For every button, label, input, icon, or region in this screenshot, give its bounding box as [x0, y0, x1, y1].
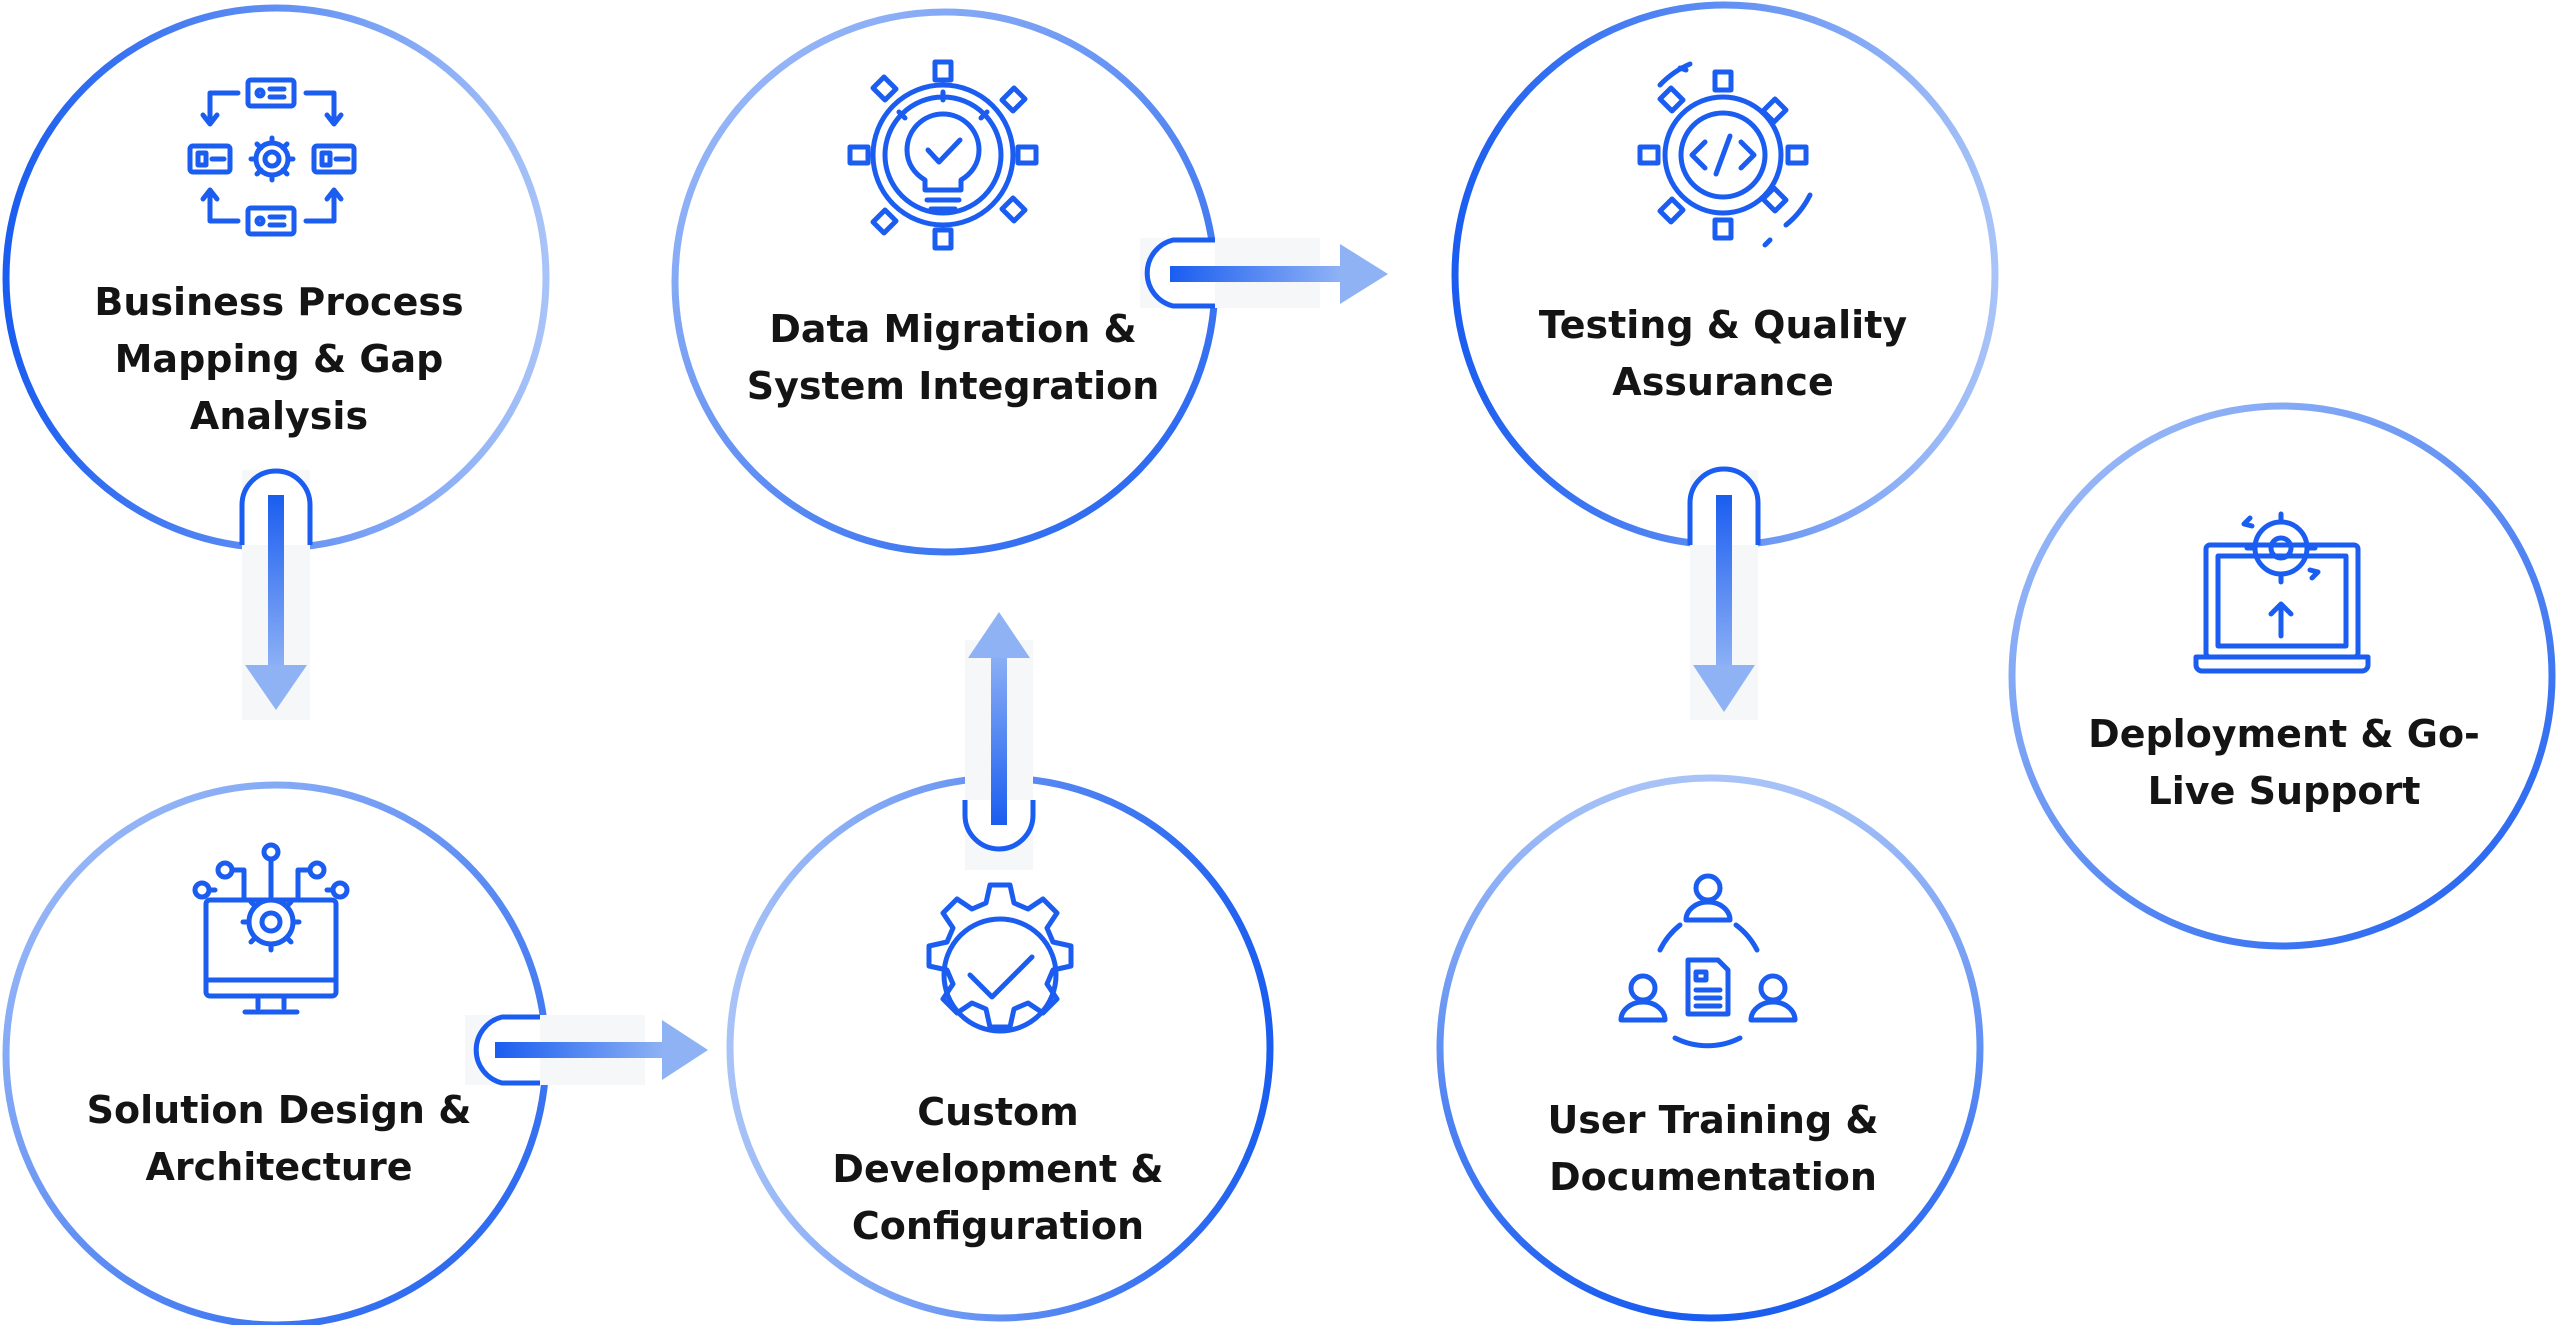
process-flow-icon	[187, 77, 357, 237]
label-line: Assurance	[1612, 360, 1834, 404]
step-label-custom-development: Custom Development & Configuration	[758, 1084, 1238, 1255]
label-line: Mapping & Gap	[114, 337, 444, 381]
arrow-right-1	[1140, 237, 1388, 309]
arrow-down-2	[1687, 466, 1761, 720]
step-label-testing-qa: Testing & Quality Assurance	[1483, 297, 1963, 411]
label-line: Solution Design &	[86, 1088, 472, 1132]
team-document-icon	[1618, 873, 1798, 1049]
monitor-gear-icon	[192, 842, 350, 1015]
label-line: Business Process	[94, 280, 464, 324]
label-line: System Integration	[746, 364, 1160, 408]
step-label-deployment: Deployment & Go- Live Support	[2044, 706, 2524, 820]
gear-lightbulb-icon	[847, 59, 1039, 251]
arrow-up-1	[962, 612, 1036, 870]
step-label-data-migration: Data Migration & System Integration	[713, 301, 1193, 415]
gear-code-icon	[1637, 61, 1813, 248]
label-line: Deployment & Go-	[2088, 712, 2480, 756]
arrow-down-1	[239, 468, 313, 720]
label-line: Architecture	[145, 1145, 413, 1189]
label-line: Configuration	[851, 1204, 1145, 1248]
step-label-solution-design: Solution Design & Architecture	[39, 1082, 519, 1196]
label-line: Testing & Quality	[1538, 303, 1908, 347]
step-circle-testing-qa	[1451, 1, 1999, 549]
label-line: Custom	[917, 1090, 1079, 1134]
label-line: Development &	[832, 1147, 1164, 1191]
step-label-user-training: User Training & Documentation	[1473, 1092, 1953, 1206]
laptop-gear-upload-icon	[2193, 511, 2371, 674]
label-line: User Training &	[1547, 1098, 1879, 1142]
arrow-right-2	[465, 1014, 708, 1086]
step-label-business-process: Business Process Mapping & Gap Analysis	[39, 274, 519, 445]
step-circle-deployment	[2008, 402, 2556, 950]
gear-check-icon	[926, 882, 1074, 1034]
label-line: Data Migration &	[769, 307, 1137, 351]
label-line: Analysis	[189, 394, 369, 438]
label-line: Documentation	[1549, 1155, 1877, 1199]
label-line: Live Support	[2147, 769, 2421, 813]
